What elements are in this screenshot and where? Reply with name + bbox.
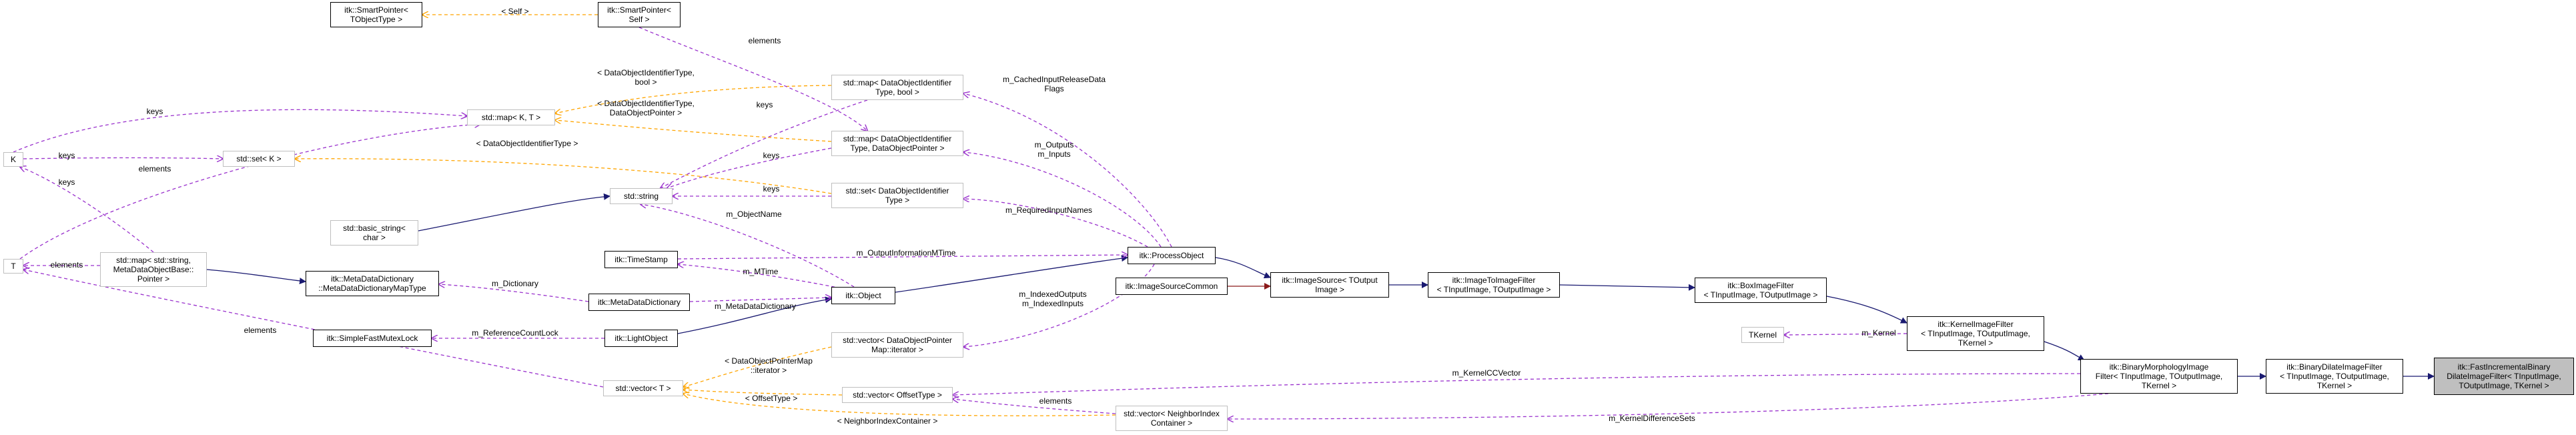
edge-inherit-object-to-processobject	[895, 255, 1128, 293]
edge-label: m_OutputInformationMTime	[856, 248, 956, 258]
edge-usage-k-to-map_string_mdobj	[20, 167, 154, 253]
edge-label: m_Kernel	[1861, 328, 1896, 338]
edge-label: < OffsetType >	[745, 394, 798, 403]
edge-label: keys	[763, 151, 780, 160]
edge-label: m_KernelCCVector	[1452, 368, 1521, 378]
edge-label: < Self >	[501, 7, 529, 16]
edge-label: < DataObjectIdentifierType,DataObjectPoi…	[597, 99, 695, 117]
edge-inherit-processobject-to-imagesource	[1215, 257, 1271, 279]
node-tkernel: TKernel	[1741, 327, 1784, 343]
edge-inherit-img2img-to-boxfilter	[1559, 284, 1695, 291]
edge-usage-timestamp-to-object	[678, 264, 841, 289]
edge-label: < DataObjectIdentifierType >	[476, 139, 578, 148]
node-lightobject[interactable]: itk::LightObject	[604, 330, 678, 347]
node-kernel-image-filter[interactable]: itk::KernelImageFilter< TInputImage, TOu…	[1907, 316, 2044, 351]
node-sp-tobjecttype[interactable]: itk::SmartPointer<TObjectType >	[330, 2, 422, 27]
edge-usage-timestamp-to-processobject	[677, 255, 1128, 260]
edge-label: m_MetaDataDictionary	[714, 302, 797, 311]
node-imagesourcecommon[interactable]: itk::ImageSourceCommon	[1116, 278, 1228, 295]
edge-usage-set_doid-to-processobject	[963, 199, 1148, 248]
node-k: K	[3, 152, 23, 167]
node-object[interactable]: itk::Object	[831, 287, 895, 304]
edge-usage-string-to-map_doid_bool	[661, 99, 868, 188]
edge-template-vec_t-to-vec_dop_iter	[683, 346, 832, 387]
node-timestamp[interactable]: itk::TimeStamp	[604, 251, 678, 268]
edge-label: keys	[756, 100, 773, 109]
node-std-string: std::string	[610, 188, 673, 204]
node-box-image-filter[interactable]: itk::BoxImageFilter< TInputImage, TOutpu…	[1695, 278, 1827, 303]
edge-usage-sp_self-to-map_doid_ptr	[638, 27, 867, 131]
node-vec-offset: std::vector< OffsetType >	[842, 387, 953, 403]
edge-usage-t-to-vec_t	[23, 270, 604, 388]
edge-label: m_Dictionary	[491, 279, 539, 288]
node-map-k-t: std::map< K, T >	[467, 109, 555, 125]
node-basic-string: std::basic_string<char >	[330, 220, 418, 246]
edge-inherit-boxfilter-to-kernelfilter	[1826, 296, 1907, 324]
edge-label: elements	[1039, 396, 1072, 406]
edge-usage-mddict_maptype-to-mddict	[439, 284, 589, 302]
edge-label: < DataObjectPointerMap::iterator >	[725, 356, 813, 375]
edge-inherit-lightobject-to-object	[677, 296, 832, 334]
edge-template-map_k_t-to-map_doid_ptr	[555, 120, 832, 142]
node-processobject[interactable]: itk::ProcessObject	[1128, 247, 1216, 264]
edge-label: elements	[244, 326, 277, 335]
node-image-to-image-filter[interactable]: itk::ImageToImageFilter< TInputImage, TO…	[1428, 272, 1560, 298]
node-mddict[interactable]: itk::MetaDataDictionary	[588, 294, 690, 311]
node-mddict-maptype[interactable]: itk::MetaDataDictionary::MetaDataDiction…	[306, 271, 439, 296]
edge-usage-map_doid_bool-to-processobject	[963, 93, 1172, 248]
edge-label: elements	[50, 260, 83, 270]
edge-inherit-map_string_mdobj-to-mddict_maptype	[206, 269, 306, 285]
edge-label: keys	[58, 151, 75, 160]
edge-template-vec_t-to-vec_offset	[683, 390, 843, 396]
edge-usage-t-to-map_k_t	[19, 124, 480, 260]
edge-label: m_MTime	[743, 267, 779, 276]
edge-label: keys	[58, 177, 75, 187]
node-map-string-mdobj: std::map< std::string,MetaDataObjectBase…	[100, 252, 207, 287]
edge-label: m_ObjectName	[726, 209, 782, 219]
edge-usage-map_doid_ptr-to-processobject	[963, 152, 1162, 248]
edge-label: elements	[138, 164, 171, 173]
node-binary-dilate-filter[interactable]: itk::BinaryDilateImageFilter< TInputImag…	[2266, 359, 2403, 394]
edge-usage-vec_offset-to-vec_nic	[953, 399, 1116, 414]
node-t: T	[3, 259, 23, 274]
edge-usage-k-to-map_k_t	[13, 109, 467, 153]
edge-usage-k-to-set_k	[23, 158, 223, 159]
edge-label: m_RequiredInputNames	[1005, 205, 1093, 215]
edge-usage-tkernel-to-kernelfilter	[1784, 334, 1907, 335]
edge-usage-string-to-object	[640, 204, 855, 288]
node-set-k: std::set< K >	[223, 151, 295, 167]
edge-template-set_k-to-set_doid	[295, 159, 832, 194]
edge-template-vec_t-to-vec_nic	[683, 394, 1116, 416]
edge-label: m_KernelDifferenceSets	[1609, 414, 1695, 423]
edge-inherit-kernelfilter-to-binmorph	[2044, 341, 2085, 361]
edge-label: < DataObjectIdentifierType,bool >	[597, 68, 695, 87]
edge-inherit-basic_string-to-string	[418, 193, 610, 232]
edge-usage-vec_offset-to-binmorph	[953, 373, 2081, 395]
edge-label: m_ReferenceCountLock	[472, 328, 558, 338]
edge-label: elements	[748, 36, 781, 45]
edge-label: < NeighborIndexContainer >	[837, 416, 938, 426]
edge-usage-vec_nic-to-binmorph	[1228, 393, 2109, 419]
node-vec-t: std::vector< T >	[603, 380, 683, 396]
edge-label: keys	[763, 184, 780, 193]
node-mutexlock[interactable]: itk::SimpleFastMutexLock	[313, 330, 432, 347]
edge-label: keys	[146, 107, 163, 116]
node-sp-self[interactable]: itk::SmartPointer<Self >	[598, 2, 681, 27]
edge-template-map_k_t-to-map_doid_bool	[555, 85, 832, 113]
edge-usage-string-to-map_doid_ptr	[667, 147, 832, 188]
